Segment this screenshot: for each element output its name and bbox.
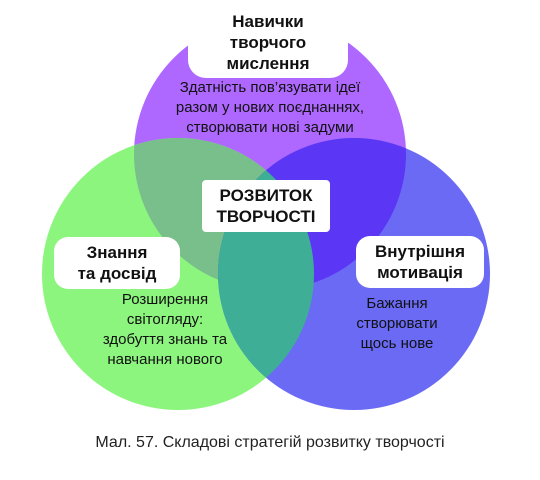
figure-caption: Мал. 57. Складові стратегій розвитку тво… — [95, 434, 445, 451]
creative-thinking-title: Навички творчого мислення — [188, 6, 348, 78]
center-title: РОЗВИТОК ТВОРЧОСТІ — [202, 180, 330, 232]
motivation-description: Бажання створювати щось нове — [356, 295, 438, 352]
motivation-title: Внутрішня мотивація — [356, 236, 484, 288]
creative-thinking-description: Здатність пов’язувати ідеї разом у нових… — [175, 79, 365, 136]
knowledge-description: Розширення світогляду: здобуття знань та… — [102, 291, 228, 368]
knowledge-title: Знання та досвід — [54, 237, 180, 289]
